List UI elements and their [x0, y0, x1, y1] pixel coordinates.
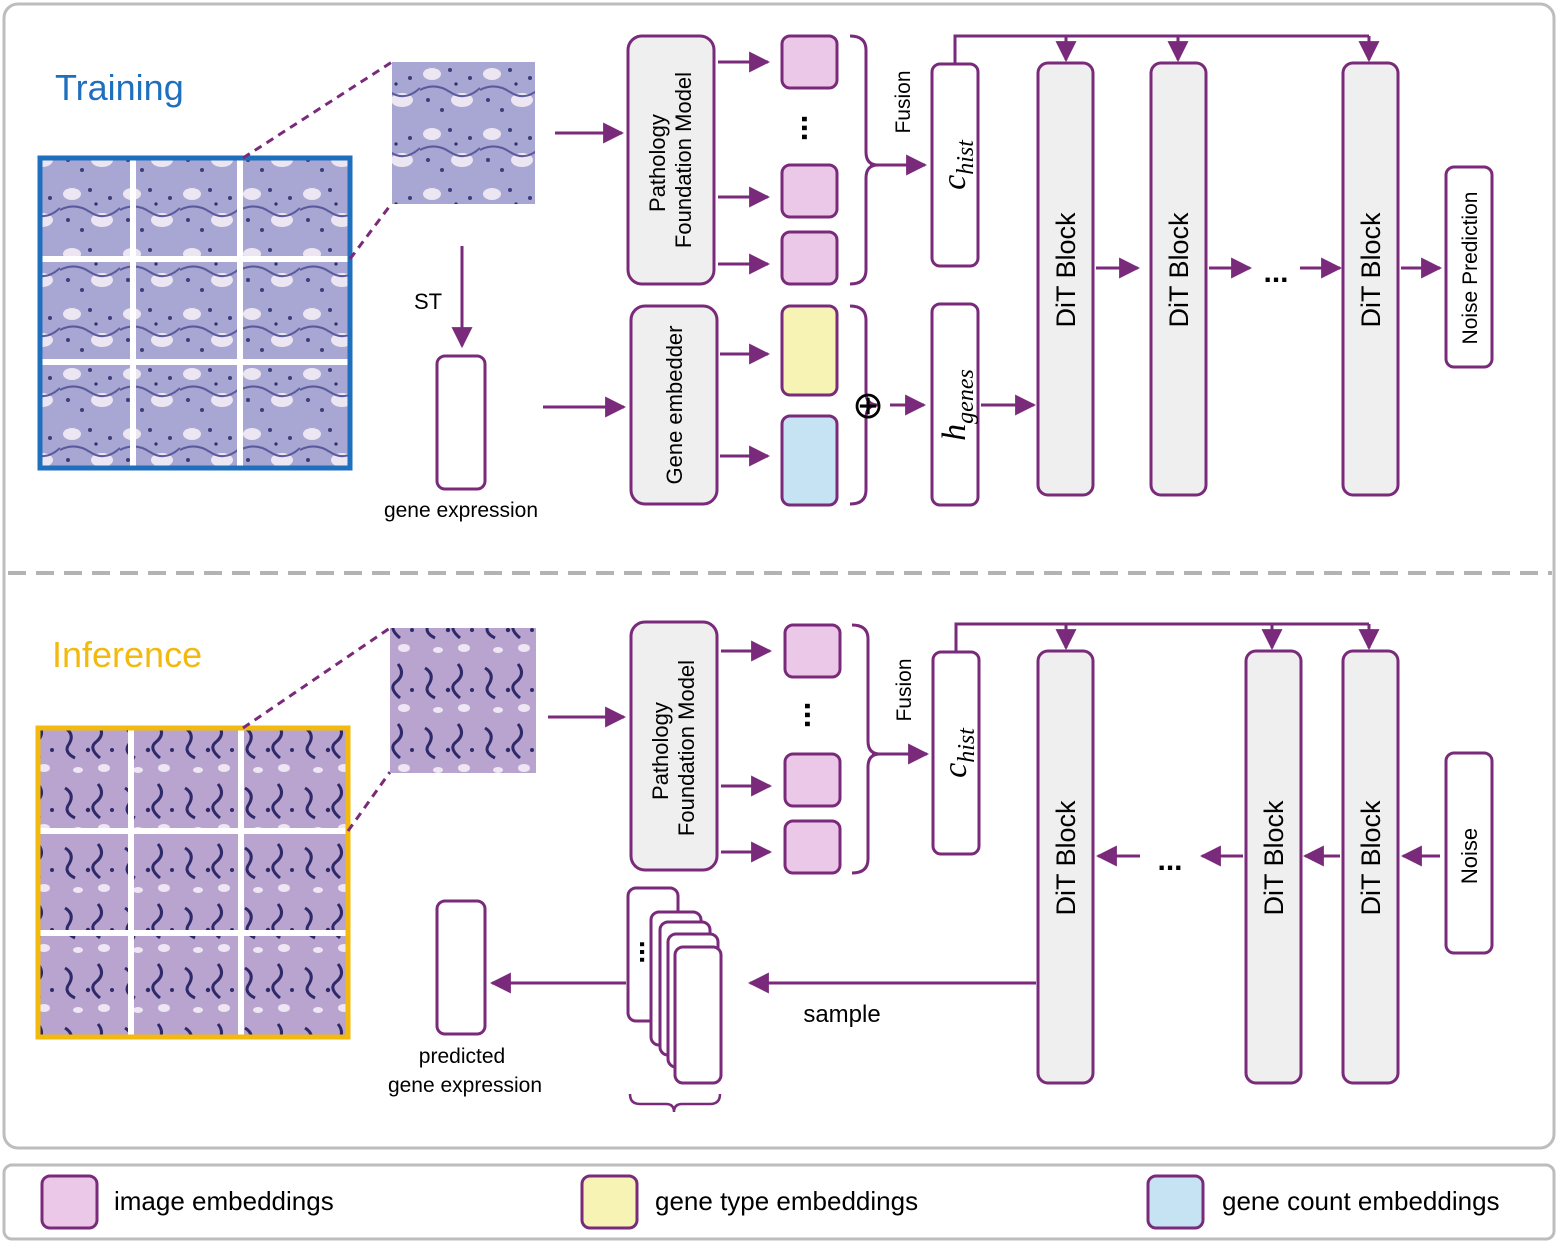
- image-embedding: [780, 34, 839, 90]
- sample-stack: [626, 886, 723, 1085]
- training-title: Training: [55, 67, 184, 108]
- fusion-label: Fusion: [892, 70, 915, 133]
- noise-box: [1444, 751, 1494, 955]
- dit-block: [1341, 61, 1400, 497]
- gene-count-embedding: [780, 414, 839, 507]
- training-foundation-model: [626, 34, 716, 286]
- image-embedding: [780, 163, 839, 219]
- c-hist-label: chist: [936, 139, 979, 190]
- image-embedding: [780, 230, 839, 286]
- legend-swatch-image: [40, 1174, 99, 1230]
- c-hist-label: chist: [937, 727, 980, 778]
- legend-swatch-gene-type: [580, 1174, 639, 1230]
- inference-title: Inference: [52, 634, 202, 675]
- noise-prediction-box: [1444, 165, 1494, 369]
- brace: [849, 304, 879, 506]
- dit-block: [1341, 649, 1400, 1085]
- inference-foundation-model: [629, 620, 719, 872]
- zoom-line: [346, 771, 392, 832]
- dit-block-label: DiT Block: [1356, 800, 1386, 916]
- fusion-label: Fusion: [893, 658, 916, 721]
- zoom-line: [348, 202, 394, 260]
- gene-expression-box: [435, 354, 487, 491]
- gene-embedder: [629, 304, 719, 506]
- dit-block: [1149, 61, 1208, 497]
- st-label: ST: [414, 289, 442, 314]
- h-genes-box: [930, 302, 980, 507]
- dit-block: [1244, 649, 1303, 1085]
- brace: [628, 1093, 722, 1113]
- dit-block-label: DiT Block: [1051, 212, 1081, 328]
- foundation-model-label: Pathology Foundation Model: [648, 660, 699, 836]
- gene-embedder-label: Gene embedder: [662, 326, 687, 485]
- gene-type-embedding: [780, 304, 839, 397]
- predicted-gene-expression-box: [435, 899, 487, 1036]
- zoom-line: [242, 626, 391, 730]
- sample-label: sample: [803, 1001, 880, 1028]
- dit-block-label: DiT Block: [1356, 212, 1386, 328]
- legend-image-embeddings: image embeddings: [114, 1186, 334, 1216]
- dit-block: [1036, 61, 1095, 497]
- dit-block-label: DiT Block: [1051, 800, 1081, 916]
- ellipsis: ...: [1157, 844, 1182, 877]
- ellipsis: ...: [1263, 256, 1288, 289]
- image-embedding: [783, 819, 842, 875]
- inference-patch: [390, 628, 536, 773]
- dit-block-label: DiT Block: [1259, 800, 1289, 916]
- training-wsi-grid: [37, 155, 353, 471]
- zoom-line: [242, 60, 393, 160]
- image-embedding: [783, 623, 842, 679]
- dit-block: [1036, 649, 1095, 1085]
- oplus-symbol: ⊕: [852, 385, 884, 427]
- inference-wsi-grid: [35, 725, 351, 1040]
- ellipsis: ...: [795, 115, 831, 142]
- training-patch: [392, 62, 535, 204]
- legend-gene-count-embeddings: gene count embeddings: [1222, 1186, 1500, 1216]
- ellipsis: ...: [798, 702, 834, 729]
- gene-expression-label: gene expression: [384, 499, 538, 522]
- predicted-label: gene expression: [388, 1074, 542, 1097]
- foundation-model-label: Pathology Foundation Model: [645, 72, 696, 248]
- noise-prediction-label: Noise Prediction: [1459, 192, 1482, 345]
- noise-label: Noise: [1457, 828, 1482, 884]
- predicted-label: predicted: [419, 1045, 505, 1068]
- legend-swatch-gene-count: [1146, 1174, 1205, 1230]
- h-genes-label: hgenes: [936, 369, 979, 441]
- image-embedding: [783, 752, 842, 808]
- legend-gene-type-embeddings: gene type embeddings: [655, 1186, 918, 1216]
- dit-block-label: DiT Block: [1164, 212, 1194, 328]
- ellipsis: ...: [634, 940, 665, 963]
